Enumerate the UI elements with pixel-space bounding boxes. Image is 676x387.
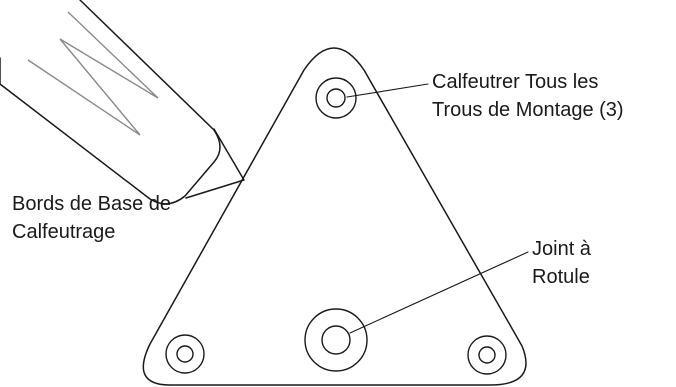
leader-ball-joint	[349, 251, 529, 334]
label-ball-joint-line1: Joint à	[532, 238, 592, 260]
label-mounting-holes-line2: Trous de Montage (3)	[432, 99, 624, 121]
caulking-tube-zigzag	[27, 11, 159, 136]
leader-mounting-holes	[346, 83, 429, 98]
ball-joint	[304, 308, 368, 372]
label-base-edges-line2: Calfeutrage	[12, 221, 115, 243]
label-ball-joint-line2: Rotule	[532, 266, 590, 288]
caulking-tube-nozzle	[185, 128, 245, 199]
label-mounting-holes-line1: Calfeutrer Tous les	[432, 71, 598, 93]
triangular-base-plate	[142, 47, 527, 386]
caulking-tube-icon	[0, 0, 245, 205]
mounting-hole-bottom-left	[165, 334, 205, 374]
mounting-hole-bottom-right	[467, 335, 507, 375]
mounting-hole-top	[315, 77, 357, 119]
caulking-tube-body	[0, 0, 221, 205]
label-base-edges-line1: Bords de Base de	[12, 193, 171, 215]
